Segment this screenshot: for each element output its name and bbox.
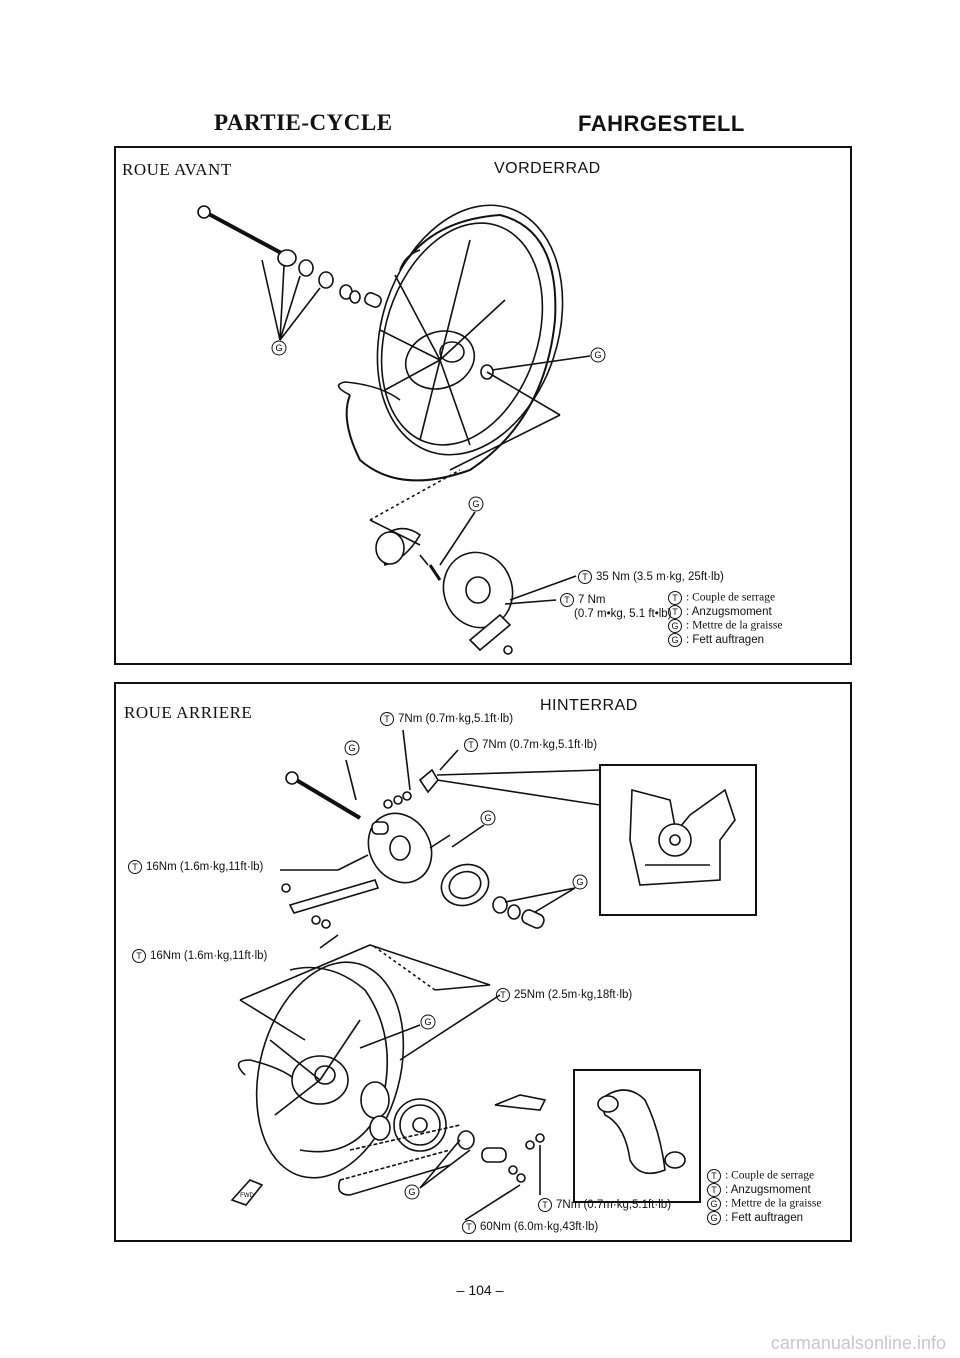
header-german: FAHRGESTELL bbox=[578, 111, 745, 136]
rear-g-label-3: G bbox=[576, 877, 583, 887]
front-torque-7nm-imperial: (0.7 m•kg, 5.1 ft•lb) bbox=[574, 608, 672, 620]
rear-title-fr: ROUE ARRIERE bbox=[124, 703, 253, 722]
watermark: carmanualsonline.info bbox=[770, 1333, 946, 1353]
header-french: PARTIE-CYCLE bbox=[214, 110, 393, 135]
front-g-label-1: G bbox=[275, 343, 282, 353]
front-g-label-2: G bbox=[594, 350, 601, 360]
front-g-label-3: G bbox=[472, 499, 479, 509]
rear-g-label-5: G bbox=[408, 1187, 415, 1197]
front-title-de: VORDERRAD bbox=[494, 160, 601, 177]
rear-title-de: HINTERRAD bbox=[540, 697, 638, 714]
front-title-fr: ROUE AVANT bbox=[122, 160, 232, 179]
front-wheel-panel bbox=[114, 146, 852, 665]
rear-g-label-4: G bbox=[424, 1017, 431, 1027]
page-number: – 104 – bbox=[456, 1282, 504, 1298]
rear-wheel-panel bbox=[114, 682, 852, 1242]
front-legend: T: Couple de serrage T: Anzugsmoment G: … bbox=[668, 591, 782, 648]
rear-legend: T: Couple de serrage T: Anzugsmoment G: … bbox=[707, 1169, 821, 1226]
fwd-icon-label: FWD bbox=[240, 1193, 254, 1199]
rear-g-label-1: G bbox=[348, 743, 355, 753]
rear-g-label-2: G bbox=[484, 813, 491, 823]
